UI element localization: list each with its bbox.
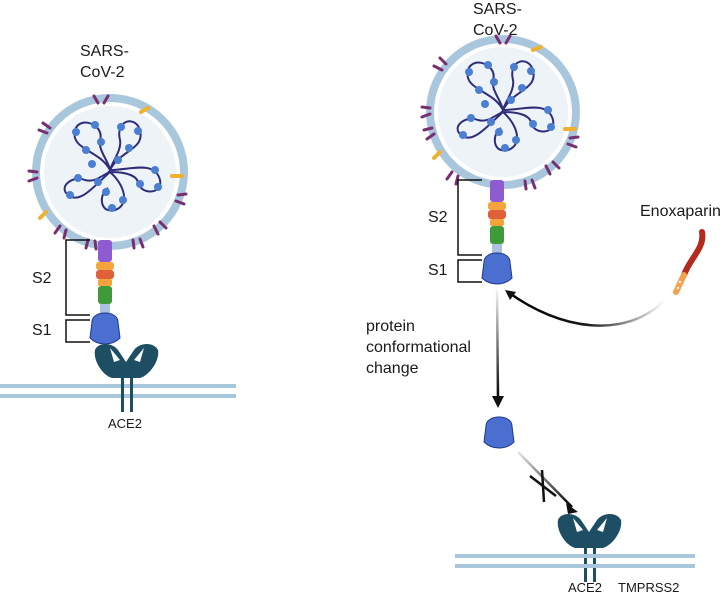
left-virus-label-line2: CoV-2 [80,64,125,81]
blocked-arrowhead [566,503,578,514]
released-s1-icon [483,416,515,449]
left-cell-membrane [0,384,236,398]
left-s2-label: S2 [32,270,52,287]
left-s1-label: S1 [32,322,52,339]
left-virus-label-line1: SARS- [80,43,129,60]
left-rna-icon [63,120,162,212]
right-cell-membrane [455,554,695,568]
left-spike-protein-icon [89,240,121,345]
right-virus-label-line1: SARS- [473,1,522,18]
tmprss2-label: TMPRSS2 [618,580,679,595]
right-rna-icon [456,60,555,152]
conformational-arrow [495,289,500,399]
right-spike-protein-icon [481,180,513,285]
binding-arrow [507,290,666,327]
right-membrane-spikes [420,34,580,191]
left-membrane-proteins [38,106,184,220]
right-ace2-receptor-icon [557,514,622,582]
change-label-line3: change [366,360,419,377]
enoxaparin-label: Enoxaparin [640,203,721,220]
right-membrane-proteins [432,45,577,160]
left-ace2-receptor-icon [94,344,159,412]
left-ace2-label: ACE2 [108,416,142,431]
enoxaparin-icon [673,229,706,295]
change-label-line1: protein [366,318,415,335]
left-membrane-spikes [27,94,188,251]
left-bracket-s2 [65,239,90,316]
right-virus-icon [420,34,580,191]
block-cross-icon [529,469,557,503]
right-ace2-label: ACE2 [568,580,602,595]
left-panel: SARS- CoV-2 [0,43,236,431]
change-label-line2: conformational [366,339,471,356]
conformational-arrowhead [492,396,504,408]
right-panel: SARS- CoV-2 [366,1,721,595]
right-bracket-s2 [457,179,482,256]
right-bracket-s1 [457,259,482,283]
right-virus-label-line2: CoV-2 [473,22,518,39]
blocked-arrow [517,451,573,508]
left-virus-icon [27,94,188,251]
right-s1-label: S1 [428,262,448,279]
binding-arrowhead [505,290,516,300]
left-bracket-s1 [65,319,90,343]
right-s2-label: S2 [428,209,448,226]
